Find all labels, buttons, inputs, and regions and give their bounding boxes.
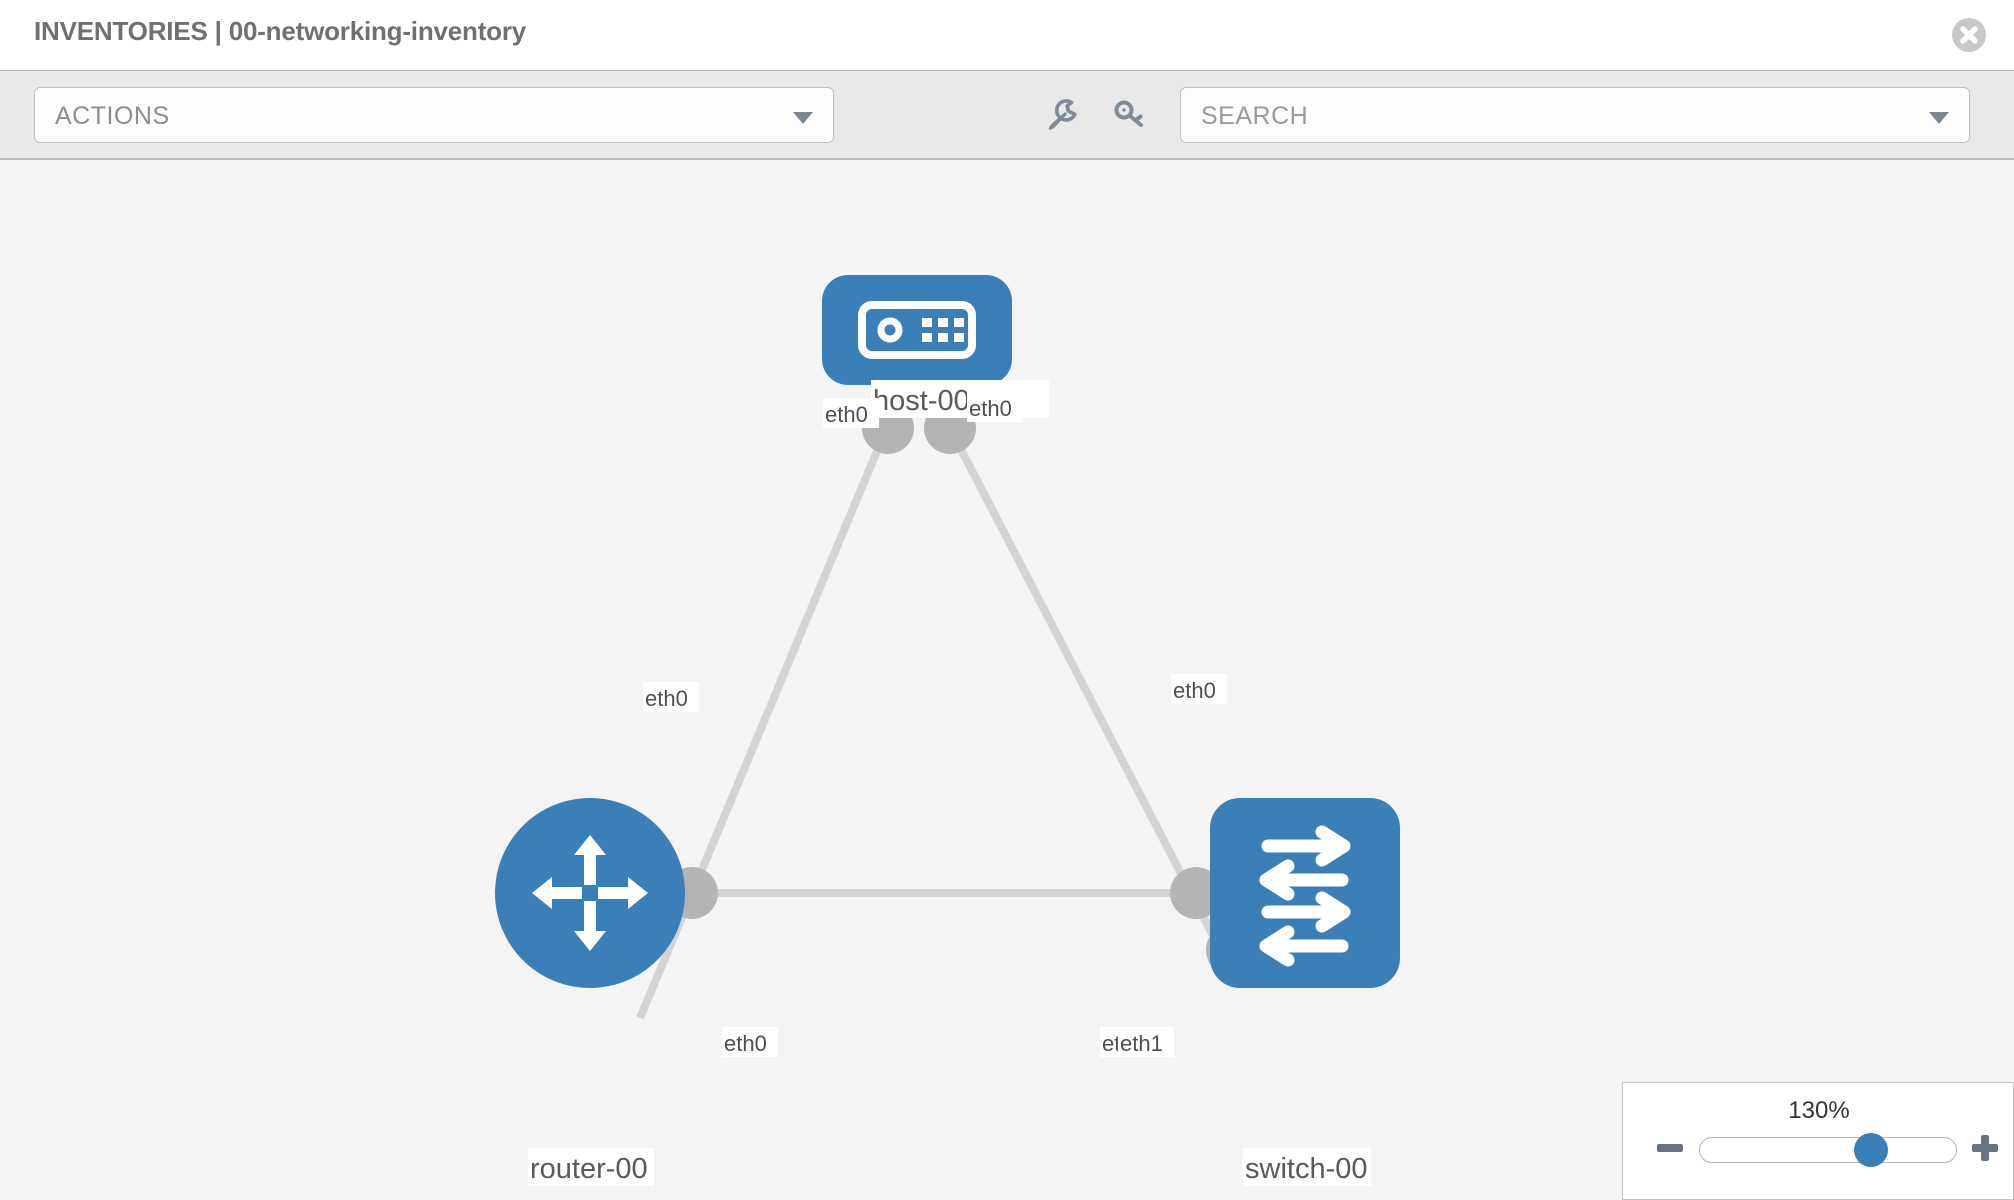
switch-icon <box>1259 825 1351 967</box>
server-icon <box>858 301 976 359</box>
port-label-host-eth0-left: eth0 <box>825 402 868 427</box>
search-placeholder: SEARCH <box>1201 102 1309 130</box>
port-label-host-eth0-right: eth0 <box>969 396 1012 421</box>
page-title: INVENTORIES | 00-networking-inventory <box>34 16 527 46</box>
page-header: INVENTORIES | 00-networking-inventory <box>0 0 2014 70</box>
zoom-slider-thumb[interactable] <box>1854 1133 1888 1167</box>
port-label-switch-eth1: eth1 <box>1120 1031 1163 1056</box>
key-icon[interactable] <box>1110 95 1150 135</box>
toolbar: ACTIONS SEARCH <box>0 70 2014 160</box>
actions-dropdown-label: ACTIONS <box>55 102 170 130</box>
wrench-icon[interactable] <box>1042 95 1082 135</box>
plus-icon[interactable] <box>1968 1131 2002 1165</box>
search-input[interactable]: SEARCH <box>1180 87 1970 143</box>
router-icon <box>532 835 648 951</box>
node-label-host: host-00 <box>873 385 970 417</box>
node-label-router: router-00 <box>530 1153 648 1185</box>
topology-port-labels: eth0 eth0 eth0 eth0 eth0 eth0 eth1 <box>643 392 1227 1057</box>
actions-dropdown[interactable]: ACTIONS <box>34 87 834 143</box>
zoom-slider-track[interactable] <box>1699 1137 1957 1163</box>
port-label-router-eth0-uplink: eth0 <box>645 686 688 711</box>
chevron-down-icon <box>793 112 813 124</box>
node-label-switch: switch-00 <box>1245 1153 1368 1185</box>
port-switch-west[interactable] <box>1170 867 1222 919</box>
node-switch-00[interactable]: switch-00 <box>1210 798 1400 1186</box>
node-router-00[interactable]: router-00 <box>495 798 685 1186</box>
port-label-router-eth0: eth0 <box>724 1031 767 1056</box>
topology-canvas[interactable]: host-00 router-00 <box>0 160 2014 1200</box>
zoom-control-panel: 130% <box>1622 1082 2014 1200</box>
port-label-switch-eth0-uplink: eth0 <box>1173 678 1216 703</box>
topology-edges <box>636 430 1236 1020</box>
close-icon[interactable] <box>1952 18 1986 52</box>
chevron-down-icon[interactable] <box>1929 112 1949 124</box>
zoom-level-value: 130% <box>1788 1097 1850 1124</box>
minus-icon[interactable] <box>1653 1131 1687 1165</box>
